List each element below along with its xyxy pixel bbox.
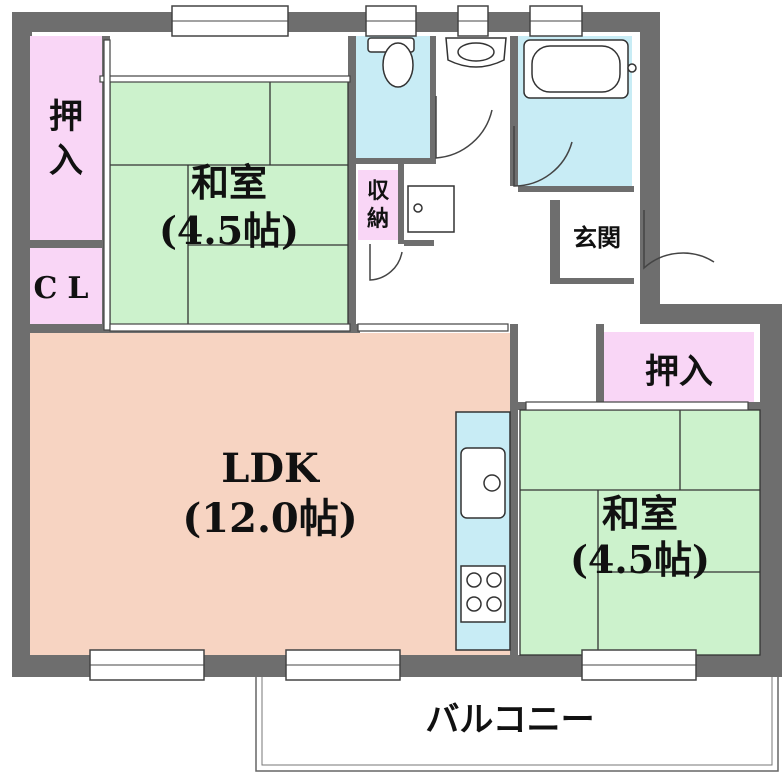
oshiire-2-label: 押入: [645, 352, 713, 392]
washitsu-1-name: 和室: [191, 160, 267, 205]
window-mullions: [90, 20, 696, 666]
toilet: [367, 37, 415, 88]
entrance-label: 玄関: [573, 223, 621, 252]
ldk-size: (12.0帖): [182, 495, 357, 542]
ldk-floor: [30, 333, 510, 655]
kitchen-counter: [455, 411, 511, 651]
washing-machine-pan: [407, 185, 455, 233]
oshiire-2-floor: [604, 332, 754, 402]
balcony-label: バルコニー: [425, 700, 594, 740]
closet-label: CL: [34, 271, 99, 306]
storage-label: 収納: [367, 178, 390, 232]
washitsu-1-size: (4.5帖): [159, 208, 299, 253]
oshiire-1-floor: [30, 36, 102, 240]
closet-floor: [30, 248, 102, 324]
bathtub: [523, 39, 637, 99]
oshiire-1-label: 押入: [49, 97, 83, 181]
washitsu-2-floor: [520, 410, 760, 655]
washitsu-2-name: 和室: [602, 491, 678, 536]
doors: [369, 96, 715, 281]
sliding-doors: [99, 39, 749, 411]
washitsu-1-floor: [110, 80, 348, 328]
washitsu-2-size: (4.5帖): [570, 537, 710, 582]
washbasin: [445, 37, 507, 68]
ldk-name: LDK: [221, 445, 320, 492]
storage-floor: [358, 170, 398, 240]
